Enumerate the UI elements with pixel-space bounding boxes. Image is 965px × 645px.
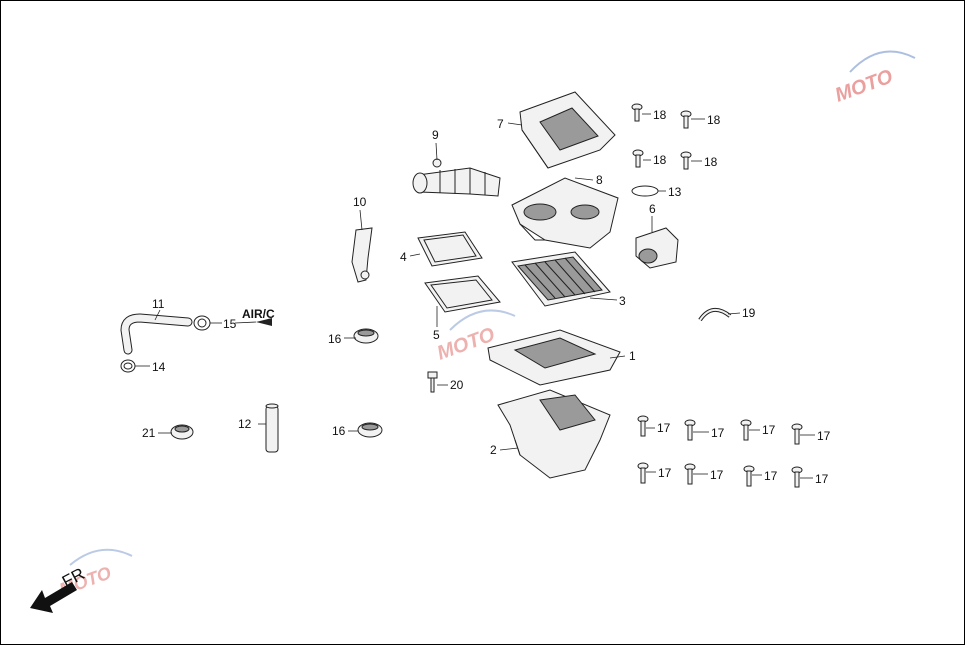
callout-17-c: 17 — [762, 423, 776, 437]
part-8-airbox-upper-case — [511, 177, 619, 249]
part-9-intake-duct — [412, 158, 501, 197]
part-7-airbox-cover — [519, 91, 616, 169]
callout-6: 6 — [649, 202, 656, 216]
part-19-hose-band — [698, 308, 732, 322]
callout-12: 12 — [238, 417, 252, 431]
callout-21: 21 — [142, 426, 156, 440]
callout-16-lower: 16 — [332, 424, 346, 438]
callout-17-b: 17 — [711, 426, 725, 440]
callout-labels: 1 2 3 4 5 6 7 8 9 10 11 12 13 14 15 16 1… — [142, 108, 831, 486]
air-cleaner-label: AIR/C — [242, 307, 275, 321]
part-13-o-ring — [631, 185, 659, 197]
callout-18-a: 18 — [653, 108, 667, 122]
callout-18-c: 18 — [653, 153, 667, 167]
callout-17-h: 17 — [815, 472, 829, 486]
callout-18-b: 18 — [707, 113, 721, 127]
watermark-text: MOTO — [832, 65, 896, 106]
callout-14: 14 — [152, 360, 166, 374]
callout-19: 19 — [742, 306, 756, 320]
part-17-screws — [637, 415, 803, 488]
part-12-drain-tube — [265, 403, 279, 453]
callout-17-e: 17 — [658, 466, 672, 480]
callout-15: 15 — [223, 317, 237, 331]
callout-16-upper: 16 — [328, 332, 342, 346]
part-6-elbow — [635, 227, 679, 269]
part-3-air-filter — [511, 251, 611, 307]
part-18-screws — [631, 103, 692, 170]
part-14-clamp — [120, 359, 136, 373]
callout-7: 7 — [497, 117, 504, 131]
part-4-filter-seal — [417, 231, 483, 267]
part-2-airbox-lower-case — [497, 389, 611, 479]
air-cleaner-arrow: AIR/C — [242, 307, 275, 326]
leader-lines — [135, 113, 815, 479]
callout-1: 1 — [629, 349, 636, 363]
callout-17-d: 17 — [817, 429, 831, 443]
callout-2: 2 — [490, 443, 497, 457]
callout-20: 20 — [450, 378, 464, 392]
front-arrow-icon — [30, 582, 77, 613]
part-15-clamp — [193, 315, 211, 331]
callout-8: 8 — [596, 173, 603, 187]
callout-10: 10 — [353, 195, 367, 209]
part-5-gasket — [424, 275, 501, 313]
part-21-clamp — [170, 424, 194, 440]
part-11-drain-hose — [120, 313, 193, 355]
callout-3: 3 — [619, 294, 626, 308]
callout-5: 5 — [433, 328, 440, 342]
callout-17-f: 17 — [710, 468, 724, 482]
part-16-clamp-upper — [353, 328, 379, 344]
part-16-clamp-lower — [357, 422, 383, 438]
watermark-top-right: MOTO — [832, 50, 916, 107]
callout-18-d: 18 — [704, 155, 718, 169]
callout-17-a: 17 — [657, 421, 671, 435]
callout-4: 4 — [400, 250, 407, 264]
callout-9: 9 — [432, 128, 439, 142]
callout-17-g: 17 — [764, 469, 778, 483]
part-1-airbox-tray — [487, 329, 621, 386]
part-20-bolt — [427, 371, 438, 393]
callout-13: 13 — [668, 185, 682, 199]
watermark-text: MOTO — [434, 323, 498, 364]
callout-11: 11 — [152, 297, 165, 311]
part-10-bracket — [351, 227, 373, 283]
